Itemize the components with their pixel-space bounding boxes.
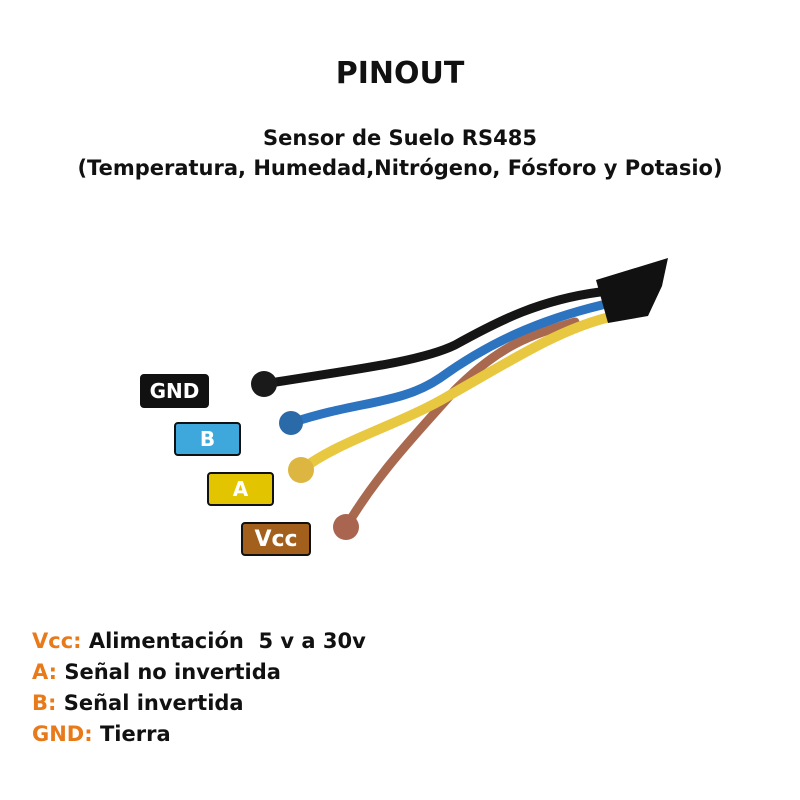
legend-gnd: GND: Tierra [32, 722, 171, 746]
vcc-label: Vcc [241, 522, 311, 556]
gnd-wire-end [251, 371, 277, 397]
a-wire-end [288, 457, 314, 483]
subtitle-line2: (Temperatura, Humedad,Nitrógeno, Fósforo… [77, 156, 723, 180]
gnd-label: GND [140, 374, 209, 408]
blue-wire [286, 300, 607, 428]
a-label: A [207, 472, 274, 506]
pin-legend: Vcc: Alimentación 5 v a 30v A: Señal no … [32, 626, 366, 750]
b-label: B [174, 422, 241, 456]
cable-jacket [596, 258, 668, 323]
legend-vcc: Vcc: Alimentación 5 v a 30v [32, 629, 366, 653]
black-wire [259, 287, 605, 389]
subtitle-line1: Sensor de Suelo RS485 [263, 126, 537, 150]
legend-b: B: Señal invertida [32, 691, 244, 715]
page-title: PINOUT [335, 56, 465, 91]
vcc-wire-end [333, 514, 359, 540]
b-wire-end [279, 411, 303, 435]
yellow-wire [296, 313, 611, 475]
legend-a: A: Señal no invertida [32, 660, 281, 684]
